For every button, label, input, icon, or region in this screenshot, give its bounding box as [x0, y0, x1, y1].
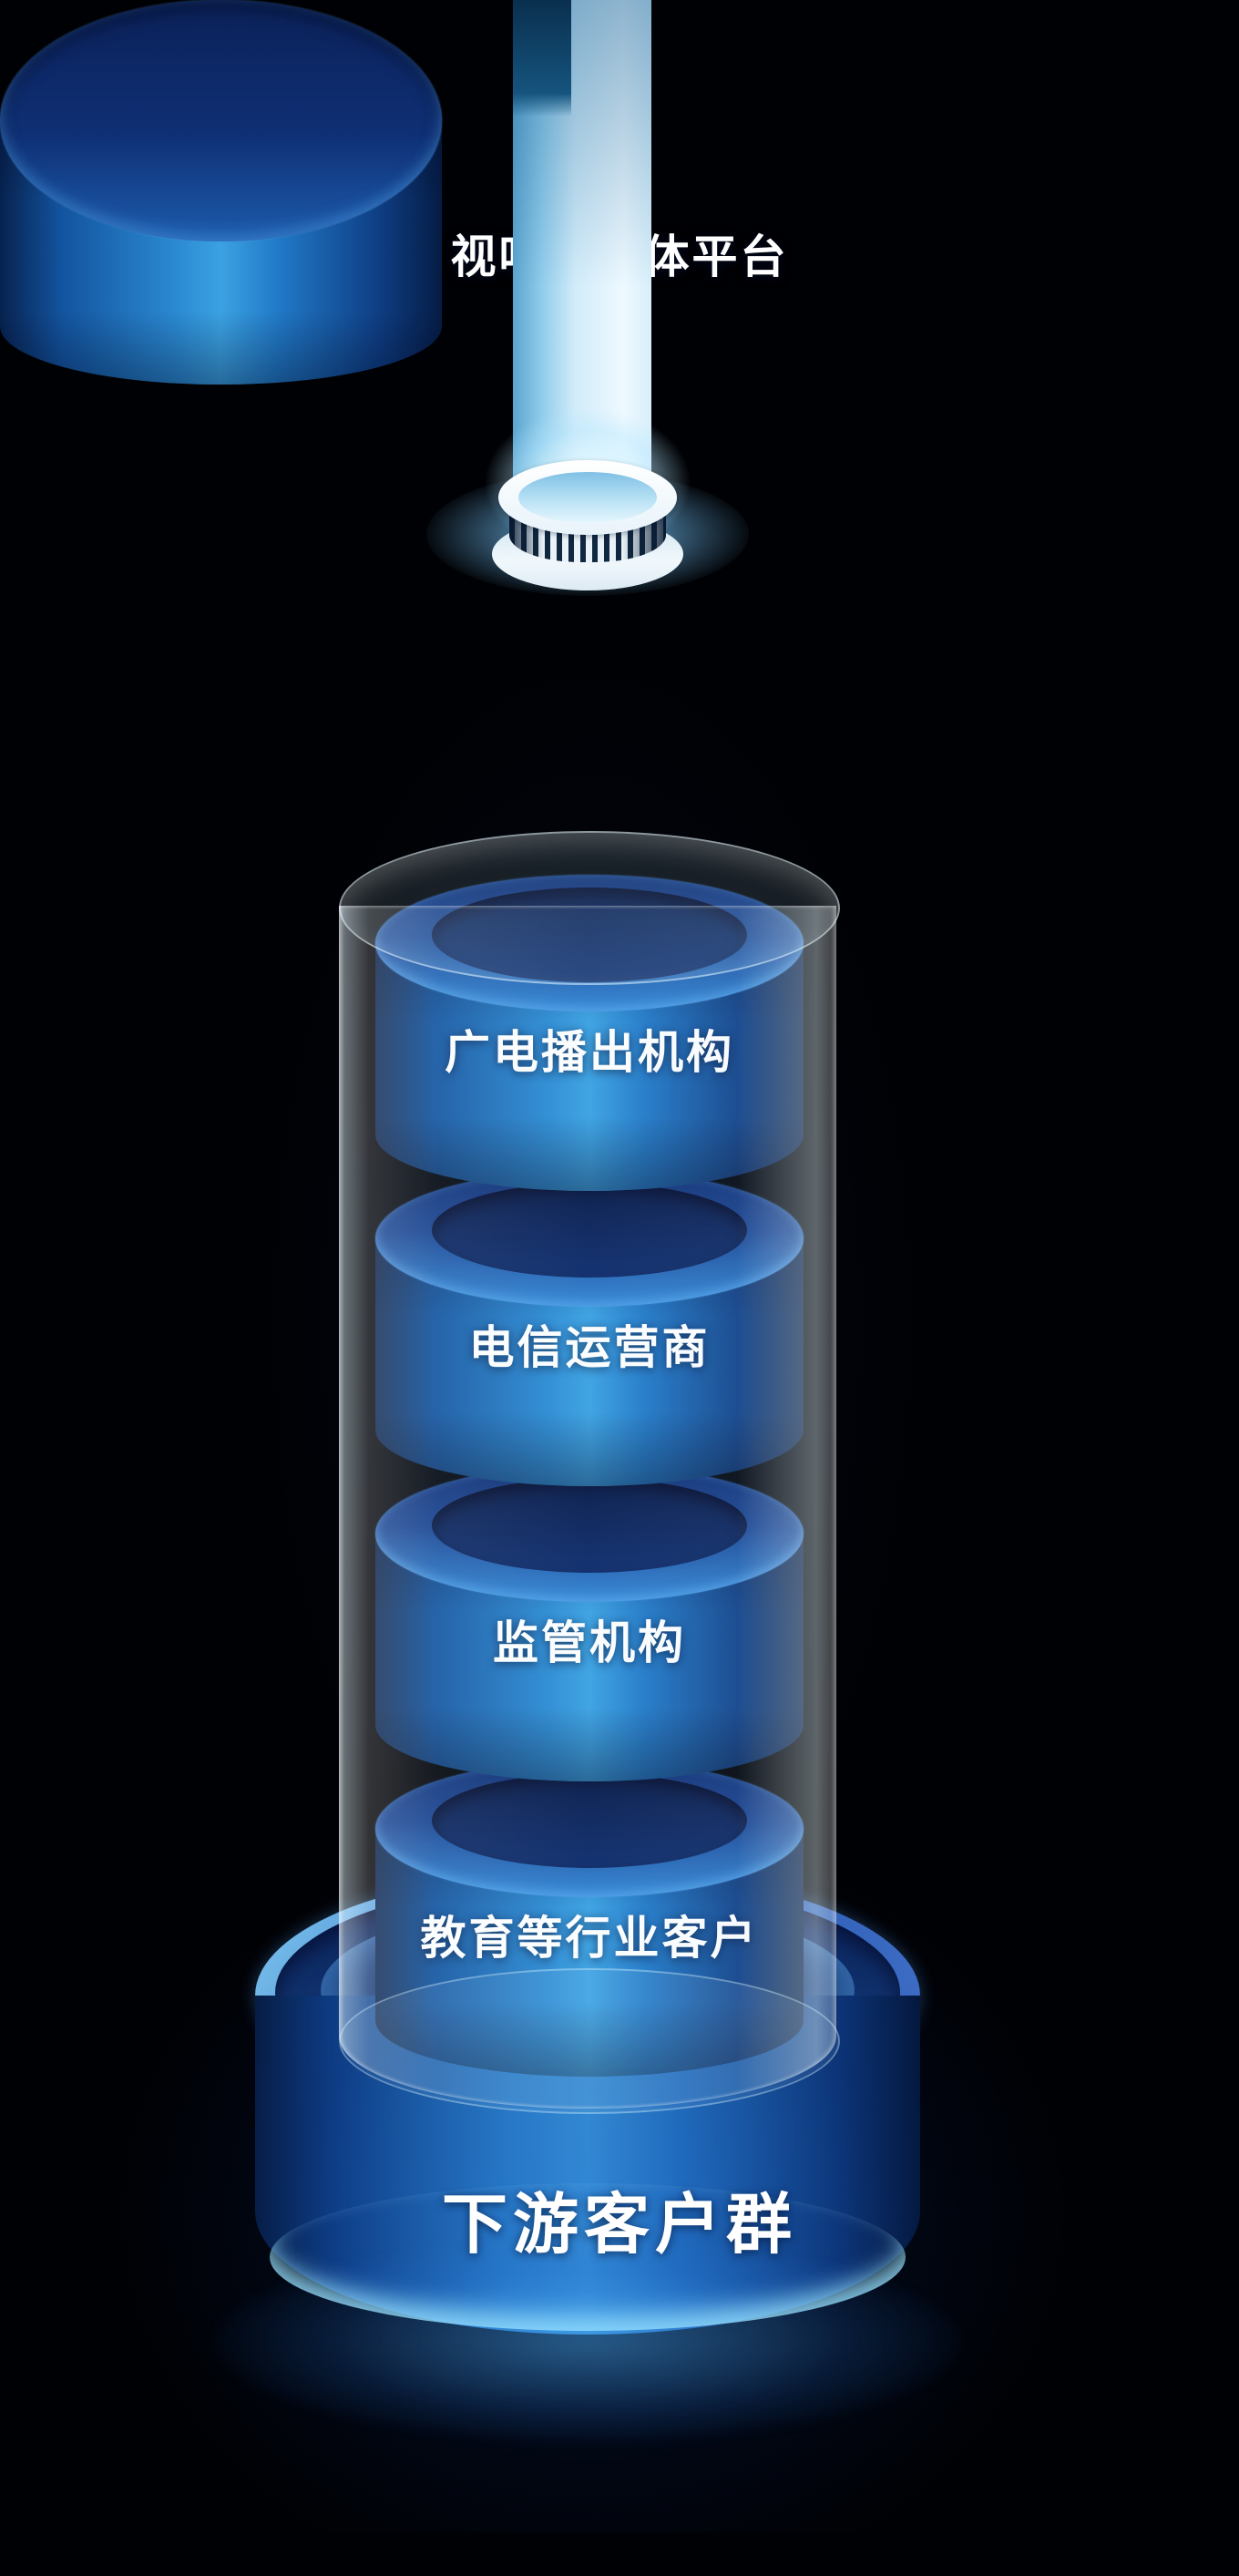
- top-cylinder: 视听新媒体平台: [0, 0, 786, 392]
- glass-tube-bottom: [339, 1968, 840, 2114]
- base-label: 下游客户群: [441, 2189, 797, 2262]
- glass-tube-wall: [339, 906, 836, 2109]
- cylinder-top: [0, 0, 442, 241]
- cap: [487, 460, 688, 597]
- light-beam-dark-edge: [513, 0, 571, 117]
- ground-glow: [214, 2242, 961, 2442]
- cap-top-inner: [518, 472, 657, 523]
